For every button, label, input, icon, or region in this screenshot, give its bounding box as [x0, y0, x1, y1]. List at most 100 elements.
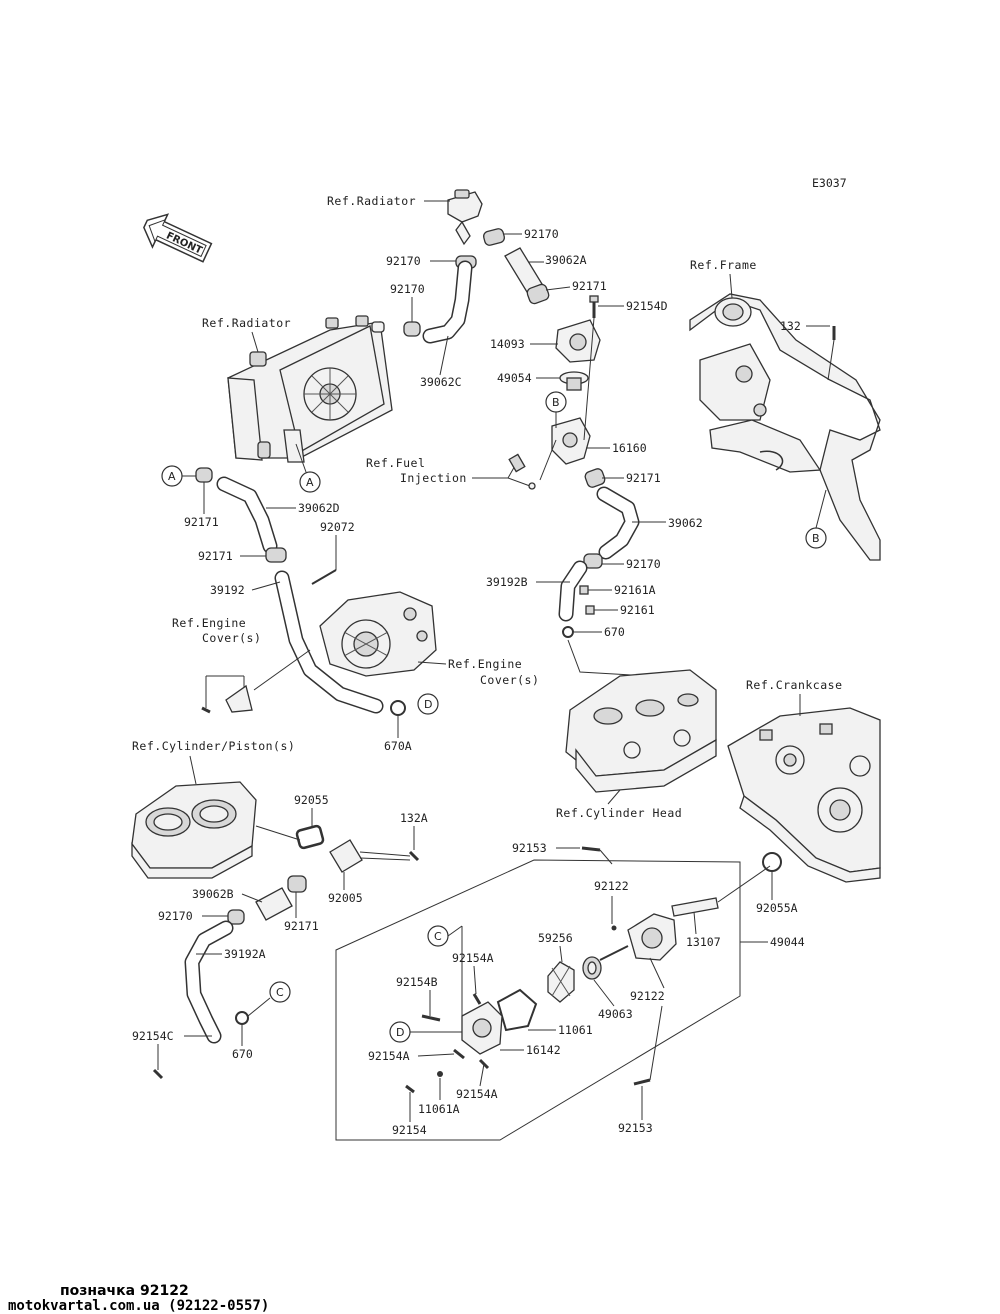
water-pump-body: [599, 913, 677, 961]
part-label: 92171: [284, 919, 319, 933]
callout-text: C: [434, 930, 442, 943]
part-label: 92170: [390, 282, 425, 296]
callout-text: B: [552, 396, 560, 409]
radiator-assembly: [227, 315, 393, 463]
dowel-11061A: [437, 1071, 443, 1077]
pump-cover-16142: [461, 1001, 503, 1055]
part-label: 92153: [618, 1121, 653, 1135]
ref-engine-cover-left-1: Ref.Engine: [172, 616, 246, 630]
part-label: 92005: [328, 891, 363, 905]
ref-frame: Ref.Frame: [690, 258, 757, 272]
part-label: 92122: [594, 879, 629, 893]
bolt-92154A-a: [472, 993, 482, 1005]
part-label: 92055A: [756, 901, 798, 915]
front-arrow-icon: FRONT: [143, 213, 213, 263]
oring-670-b: [235, 1011, 249, 1025]
bolt-92153-b: [633, 1078, 651, 1086]
bracket: [201, 684, 253, 714]
part-label: 92072: [320, 520, 355, 534]
callout-text: C: [276, 986, 284, 999]
ref-crankcase: Ref.Crankcase: [746, 678, 843, 692]
part-label: 16142: [526, 1043, 561, 1057]
ref-engine-cover-right-2: Cover(s): [480, 673, 539, 687]
fitting-92005: [329, 839, 363, 873]
part-label: 92170: [158, 909, 193, 923]
part-label: 670: [604, 625, 625, 639]
clamp-92170-c: [403, 321, 421, 337]
part-label: 13107: [686, 935, 721, 949]
part-label: 14093: [490, 337, 525, 351]
engine-cover: [319, 591, 437, 677]
crankcase: [727, 707, 881, 883]
part-label: 11061: [558, 1023, 593, 1037]
part-label: 92154B: [396, 975, 438, 989]
part-label: 11061A: [418, 1102, 460, 1116]
callout-a-2: [299, 471, 321, 493]
clamp-92171-d: [265, 547, 287, 563]
clamp-92170-a: [483, 228, 505, 246]
part-label: 92170: [386, 254, 421, 268]
impeller-59256: [547, 961, 575, 1003]
part-label: 59256: [538, 931, 573, 945]
gasket-92055: [295, 824, 325, 850]
bolt-92154A-b: [453, 1048, 465, 1060]
part-label: 92154A: [452, 951, 494, 965]
assembly-box-49044: [335, 859, 741, 1141]
part-label: 670A: [384, 739, 412, 753]
cylinder-block: [131, 781, 257, 879]
bolt-92154A-c: [478, 1058, 490, 1070]
oring-670A: [390, 700, 406, 716]
clamp-92171-c: [195, 467, 213, 483]
part-label: 92154C: [132, 1029, 174, 1043]
part-label: 39062C: [420, 375, 462, 389]
part-label: 92153: [512, 841, 547, 855]
diagram-code: E3037: [812, 176, 847, 190]
part-label: 92161A: [614, 583, 656, 597]
thermostat-49054: [559, 371, 589, 391]
footer-site-link[interactable]: motokvartal.com.ua (92122-0557): [8, 1298, 270, 1314]
bolt-92154: [405, 1084, 415, 1094]
hose-39062B: [255, 887, 293, 921]
part-label: 92154A: [456, 1087, 498, 1101]
part-label: 39062B: [192, 887, 234, 901]
seal-49063: [582, 956, 602, 980]
part-label: 132A: [400, 811, 428, 825]
ref-radiator-top: Ref.Radiator: [327, 194, 416, 208]
footer-caption: позначка 92122: [60, 1283, 189, 1299]
part-label: 92171: [626, 471, 661, 485]
ref-cylinder-head: Ref.Cylinder Head: [556, 806, 682, 820]
clamp-92171-b: [584, 468, 606, 488]
bolt-92161A: [579, 585, 589, 595]
bolt-92154C: [152, 1068, 164, 1080]
part-label: 92171: [184, 515, 219, 529]
bolt-92154B: [421, 1014, 441, 1022]
part-label: 16160: [612, 441, 647, 455]
ref-fuel-2: Injection: [400, 471, 467, 485]
part-label: 49054: [497, 371, 532, 385]
shaft-13107: [671, 897, 719, 917]
sensor-fuel: [508, 453, 536, 490]
ref-engine-cover-right-1: Ref.Engine: [448, 657, 522, 671]
part-label: 92154: [392, 1123, 427, 1137]
bolt-132A: [408, 850, 420, 862]
part-label: 39062: [668, 516, 703, 530]
part-label: 92154D: [626, 299, 668, 313]
ref-cylinder-piston: Ref.Cylinder/Piston(s): [132, 739, 295, 753]
part-label: 92055: [294, 793, 329, 807]
cylinder-head: [565, 669, 717, 793]
part-label: 92122: [630, 989, 665, 1003]
gasket-11061: [496, 988, 538, 1032]
frame: [689, 293, 881, 561]
part-label: 92154A: [368, 1049, 410, 1063]
callout-c-1: [269, 981, 291, 1003]
part-label: 39192A: [224, 947, 266, 961]
part-label: 39062D: [298, 501, 340, 515]
part-label: 39192: [210, 583, 245, 597]
part-label: 92170: [524, 227, 559, 241]
bolt-92161: [585, 605, 595, 615]
part-label: 49044: [770, 935, 805, 949]
callout-d-1: [417, 693, 439, 715]
part-label: 92171: [198, 549, 233, 563]
part-label: 132: [780, 319, 801, 333]
